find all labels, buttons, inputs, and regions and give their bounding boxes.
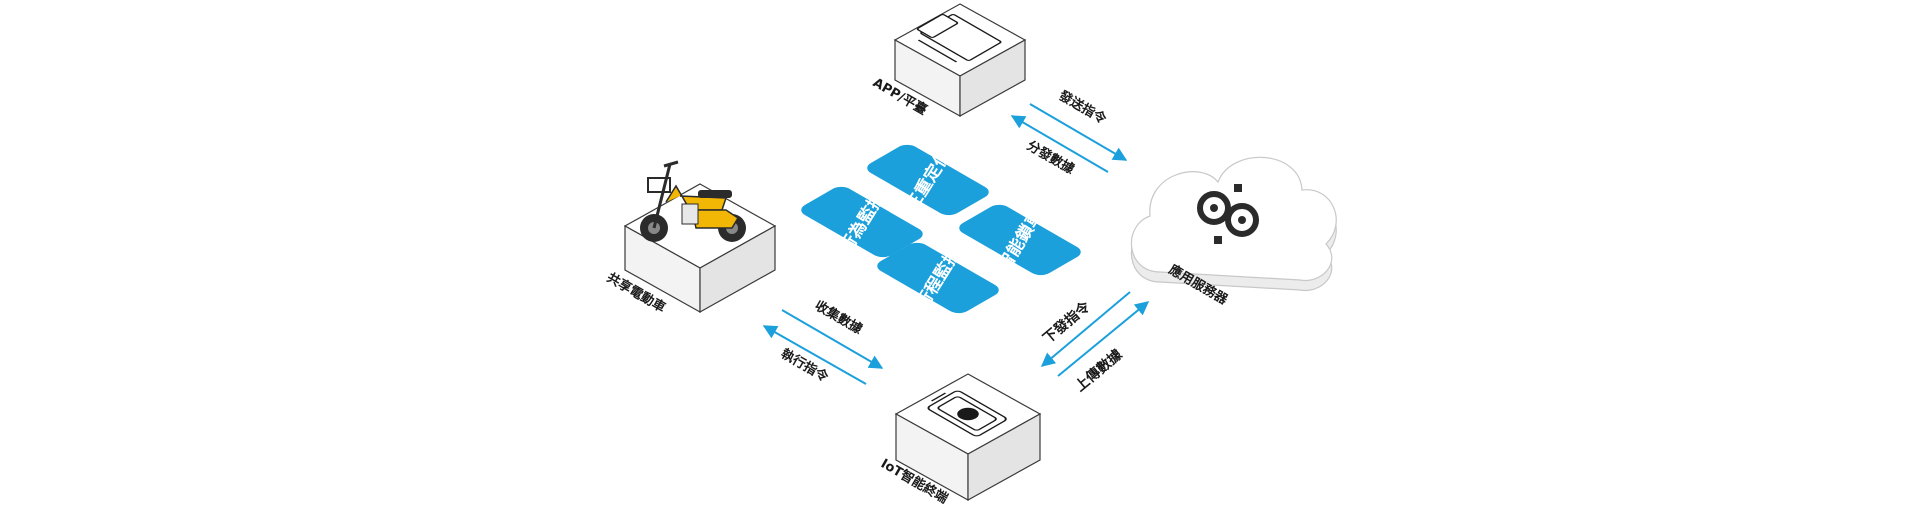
- feature-tile-trip-monitoring: 行程監控: [877, 242, 999, 314]
- scooter-node: 共享電動車: [604, 160, 777, 316]
- iot-device-icon: [927, 390, 1007, 437]
- app-platform-node: APP/平臺: [870, 3, 1027, 118]
- arrow-distribute-data: [1010, 115, 1109, 173]
- arrow-send-command: [1029, 103, 1128, 161]
- arrow-collect-data: [781, 309, 884, 369]
- arrow-upload-data: [1057, 301, 1150, 377]
- server-logo-icon: [1197, 184, 1259, 244]
- feature-tile-behavior-monitoring: 行為監控: [801, 186, 923, 258]
- flow-iot-scooter: 收集數據 執行指令: [762, 298, 884, 386]
- send-command-label: 發送指令: [1055, 87, 1110, 128]
- execute-command-label: 執行指令: [778, 346, 832, 386]
- arrow-execute-command: [762, 325, 867, 385]
- feature-tiles: 三重定位 智能鎖車 行程監控 行為監控: [801, 144, 1081, 314]
- iot-terminal-node: IoT智能終端: [878, 373, 1042, 507]
- e-scooter-icon: [640, 160, 746, 242]
- flow-app-cloud: 發送指令 分發數據: [1010, 87, 1128, 178]
- cloud-server-node: 應用服務器: [1130, 156, 1337, 308]
- arrow-issue-command: [1040, 291, 1131, 367]
- devices-icon: [916, 14, 1002, 63]
- issue-command-label: 下發指令: [1040, 297, 1095, 347]
- distribute-data-label: 分發數據: [1024, 138, 1078, 178]
- flow-cloud-iot: 下發指令 上傳數據: [1040, 291, 1150, 395]
- upload-data-label: 上傳數據: [1072, 345, 1127, 395]
- feature-tile-triple-positioning: 三重定位: [867, 144, 989, 216]
- feature-tile-smart-lock: 智能鎖車: [959, 204, 1081, 276]
